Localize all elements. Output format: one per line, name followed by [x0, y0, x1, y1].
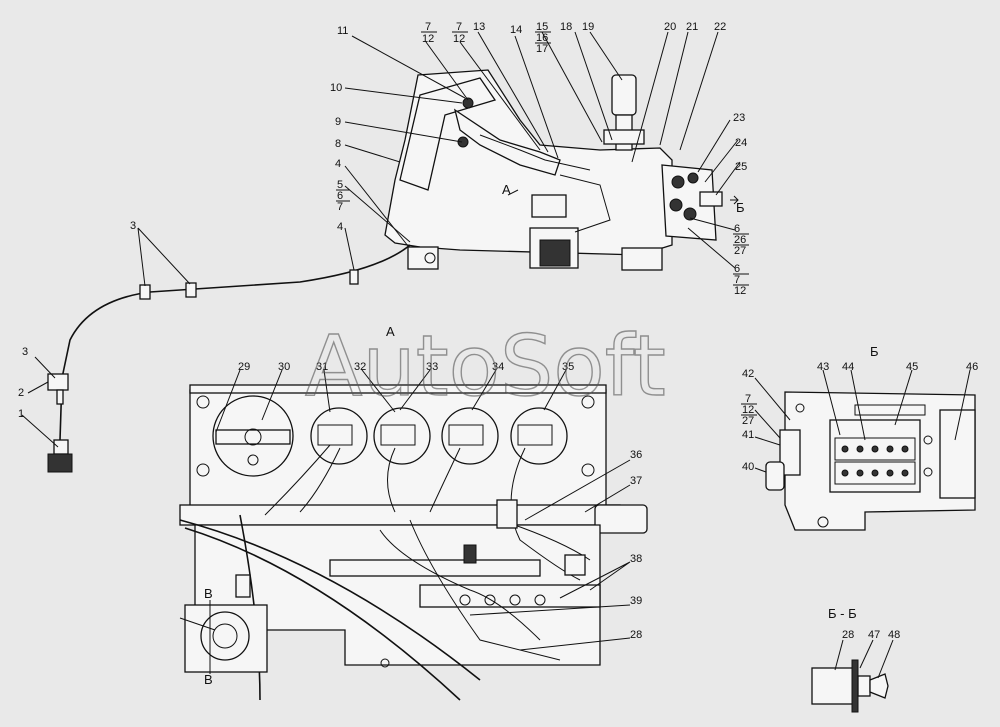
callout: 30 — [278, 361, 290, 373]
callout: 12 — [422, 33, 434, 45]
callout: 28 — [630, 629, 642, 641]
callout: 20 — [664, 21, 676, 33]
callout: 16 — [536, 32, 548, 44]
callout: 15 — [536, 21, 548, 33]
callout: 17 — [536, 43, 548, 55]
callout: 3 — [22, 346, 28, 358]
callout: 34 — [492, 361, 504, 373]
view-a-callouts: 29 30 31 32 33 34 35 36 37 38 39 28 — [238, 361, 642, 641]
callout: 23 — [733, 112, 745, 124]
cable — [47, 244, 411, 473]
section-bb: Б - Б 28 47 48 — [811, 606, 900, 713]
callout: 12 — [742, 404, 754, 416]
callout: 4 — [335, 158, 341, 170]
callout: 3 — [130, 220, 136, 232]
view-b: Б — [754, 344, 976, 531]
view-a: А — [179, 324, 648, 701]
callout: 39 — [630, 595, 642, 607]
callout: 29 — [238, 361, 250, 373]
callout: 7 — [456, 21, 462, 33]
callout: 12 — [734, 285, 746, 297]
callout: 45 — [906, 361, 918, 373]
callout: 21 — [686, 21, 698, 33]
callout: 41 — [742, 429, 754, 441]
callout: 27 — [734, 245, 746, 257]
view-b-title: Б — [870, 344, 879, 359]
top-leaders — [21, 31, 741, 448]
callout: 44 — [842, 361, 854, 373]
callout: 4 — [337, 221, 343, 233]
view-b-callouts: 43 44 45 46 42 7 12 27 41 40 — [741, 361, 978, 473]
callout: 37 — [630, 475, 642, 487]
callout: 43 — [817, 361, 829, 373]
callout: 27 — [742, 415, 754, 427]
callout: 2 — [18, 387, 24, 399]
section-mark-label: Б — [736, 200, 745, 215]
callout: 6 — [734, 263, 740, 275]
callout: 33 — [426, 361, 438, 373]
callout: 8 — [335, 138, 341, 150]
callout: 22 — [714, 21, 726, 33]
callout: 25 — [735, 161, 747, 173]
section-v-bottom: В — [204, 672, 213, 687]
callout: 46 — [966, 361, 978, 373]
callout: 31 — [316, 361, 328, 373]
callout: 11 — [337, 25, 348, 37]
callout: 47 — [868, 629, 880, 641]
callout: 7 — [745, 393, 751, 405]
callout: 48 — [888, 629, 900, 641]
callout: 13 — [473, 21, 485, 33]
callout: 14 — [510, 24, 522, 36]
callout: 24 — [735, 137, 747, 149]
callout: 6 — [337, 190, 343, 202]
callout: 32 — [354, 361, 366, 373]
top-callouts: 11 7 12 7 12 13 14 15 16 17 18 19 20 21 … — [18, 21, 749, 420]
callout: 7 — [734, 274, 740, 286]
view-arrow-label: А — [502, 182, 511, 197]
callout: 19 — [582, 21, 594, 33]
callout: 18 — [560, 21, 572, 33]
callout: 5 — [337, 179, 343, 191]
section-v-top: В — [204, 586, 213, 601]
section-bb-title: Б - Б — [828, 606, 857, 621]
callout: 36 — [630, 449, 642, 461]
view-a-title: А — [386, 324, 395, 339]
callout: 9 — [335, 116, 341, 128]
callout: 35 — [562, 361, 574, 373]
callout: 40 — [742, 461, 754, 473]
callout: 12 — [453, 33, 465, 45]
callout: 7 — [425, 21, 431, 33]
callout: 6 — [734, 223, 740, 235]
callout: 7 — [337, 201, 343, 213]
callout: 28 — [842, 629, 854, 641]
callout: 26 — [734, 234, 746, 246]
callout: 42 — [742, 368, 754, 380]
callout: 38 — [630, 553, 642, 565]
watermark-text: AutoSoft — [305, 317, 666, 415]
callout: 10 — [330, 82, 342, 94]
callout: 1 — [18, 408, 24, 420]
